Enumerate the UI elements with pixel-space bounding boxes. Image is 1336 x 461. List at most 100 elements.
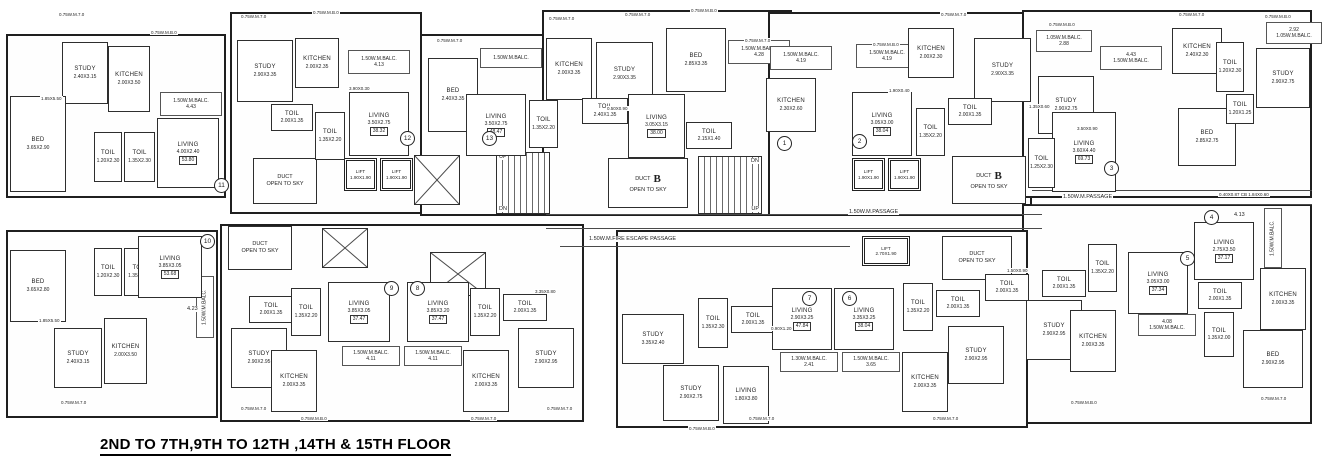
unit-number-badge: 3 [1104,161,1119,176]
unit-number-badge: 2 [852,134,867,149]
balcony-label-line: 1.50W.M.BALC. [741,45,777,52]
room-dim-label: 1.35X2.20 [906,307,930,314]
balcony-label: 1.50W.M.BALC.4.19 [783,52,819,65]
unit-number-badge: 7 [802,291,817,306]
room-area-label: 37.47 [349,315,369,324]
room-name-label: KITCHEN [115,72,143,79]
balcony: 1.50W.M.BALC. [1264,208,1282,268]
balcony-label-line: 4.11 [366,356,376,362]
plan-annotation: 0.75W.M.B.0 [688,426,716,431]
balcony-label-line: 4.28 [754,52,764,58]
balcony-label-line: 1.50W.M.BALC. [493,54,529,61]
room-dim-label: 2.40X3.35 [441,95,465,102]
staircase: UP DN [496,152,550,214]
unit-number-badge: 12 [400,131,415,146]
room-dim-label: 2.85X3.35 [684,60,708,67]
unit-number-badge: 8 [410,281,425,296]
room-dim-label: 3.05X3.15 [645,122,668,128]
plan-annotation: 0.75W.M.B.0 [150,30,178,35]
unit-number-badge: 5 [1180,251,1195,266]
plan-annotation: 1.50W.M.PASSAGE [1062,194,1114,200]
plan-annotation: 0.40X0.87 CB 1.84X0.60 [1218,192,1270,197]
balcony: 1.50W.M.BALC.4.43 [160,92,222,116]
room-name-label: TOIL [1211,327,1227,334]
room-dim-label: 2.90X2.95 [964,355,988,362]
room-area-label: 38.04 [872,127,892,136]
room-name-label: STUDY [1043,323,1065,330]
room-name-label: BED [31,279,45,286]
room-name-label: STUDY [67,351,89,358]
room-name-label: BED [1200,130,1214,137]
plan-annotation: 0.75W.M.7.0 [1260,396,1288,401]
balcony-label-line: 4.43 [1126,51,1136,58]
room-name-label: TOIL [322,129,338,136]
balcony-label: 1.50W.M.BALC.4.28 [741,46,777,59]
room-dim-label: 2.40X3.15 [73,73,97,80]
stair-direction-label: DN [498,206,508,212]
duct-letter-label: B [994,169,1002,182]
room-name-label: KITCHEN [1269,292,1297,299]
room-dim-label: 3.65X2.90 [26,144,50,151]
plan-annotation: 4.13 [1233,212,1246,218]
plan-annotation: 0.75W.M.7.0 [748,416,776,421]
room-name-label: BED [689,53,703,60]
balcony-label-line: 1.50W.M.BALC. [353,349,389,356]
room-name-label: TOIL [100,150,116,157]
lift-dim-label: 1.90X1.90 [386,174,407,180]
room-dim-label: 2.00X1.35 [513,308,537,315]
balcony-label-line: 1.50W.M.BALC. [1149,325,1185,331]
balcony-label: 1.50W.M.BALC.3.65 [853,356,889,369]
unit-number-badge: 13 [482,131,497,146]
room-dim-label: 2.00X3.35 [1081,341,1105,348]
room-name-label: LIVING [177,141,199,148]
plan-annotation: 1.35X0.60 [1028,104,1051,109]
room-name-label: LIVING [1213,239,1235,246]
balcony: 1.30W.M.BALC.2.41 [780,352,838,372]
balcony-label: 1.30W.M.BALC.2.41 [791,356,827,369]
room-area-label: 38.04 [854,322,874,331]
lift-label: LIFT [391,169,402,174]
balcony-label-line: 4.19 [796,58,806,64]
stair-direction-label: UP [498,154,508,160]
room-dim-label: 2.40X1.35 [593,111,617,118]
room-name-label: LIVING [348,300,370,307]
plan-annotation: 0.75W.M.B.0 [312,10,340,15]
room-name-label: LIVING [485,113,507,120]
room-name-label: BED [31,137,45,144]
room-dim-label: 2.00X2.35 [305,63,329,70]
plan-annotation: 3.90X0.30 [348,86,371,91]
duct-label: DUCT [277,173,293,180]
room-dim-label: 1.35X2.00 [1207,335,1231,342]
plan-annotation: 0.50X0.90 [606,106,629,111]
room-name-label: LIVING [871,112,893,119]
room-name-label: LIVING [159,255,181,262]
balcony-label-line: 1.50W.M.BALC. [1113,58,1149,64]
plan-annotation: 1.50W.M.PASSAGE [848,209,900,215]
room-dim-label: 2.00X3.50 [117,79,141,86]
balcony-label-line: 1.30W.M.BALC. [791,355,827,362]
room-dim-label: 3.65X2.80 [26,286,50,293]
room-dim-label: 2.00X1.35 [946,304,970,311]
room-dim-label: 1.35X2.20 [318,136,342,143]
duct-label: OPEN TO SKY [266,181,304,187]
room-area-label: 53.68 [160,270,180,279]
